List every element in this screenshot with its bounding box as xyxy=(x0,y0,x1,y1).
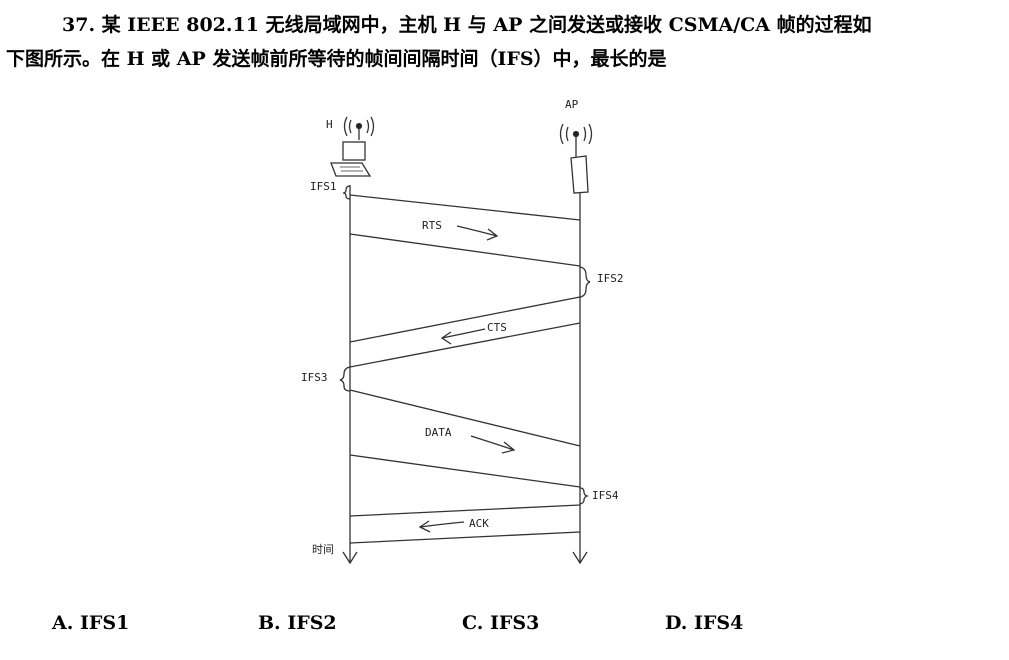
ap-label: AP xyxy=(565,98,579,111)
option-a-letter: A. xyxy=(52,612,74,634)
option-b-text: IFS2 xyxy=(287,612,337,634)
ifs3-label: IFS3 xyxy=(301,371,328,384)
option-c-text: IFS3 xyxy=(490,612,540,634)
ap-axis-arrowhead xyxy=(572,551,588,565)
ifs3-brace xyxy=(339,366,351,392)
question-line-1: 37. 某 IEEE 802.11 无线局域网中，主机 H 与 AP 之间发送或… xyxy=(62,14,872,36)
ack-frame xyxy=(349,504,581,544)
ifs4-label: IFS4 xyxy=(592,489,619,502)
rts-direction-arrow xyxy=(456,225,499,241)
ifs2-label: IFS2 xyxy=(597,272,624,285)
option-d[interactable]: D. IFS4 xyxy=(665,612,743,634)
data-label: DATA xyxy=(425,426,452,439)
laptop-icon xyxy=(330,141,372,177)
rts-label: RTS xyxy=(422,219,442,232)
option-b-letter: B. xyxy=(258,612,281,634)
option-a-text: IFS1 xyxy=(79,612,130,634)
data-direction-arrow xyxy=(470,435,516,454)
time-axis-label: 时间 xyxy=(312,543,334,556)
option-d-letter: D. xyxy=(665,612,688,634)
cts-direction-arrow xyxy=(440,328,486,345)
option-a[interactable]: A. IFS1 xyxy=(52,612,129,634)
option-d-text: IFS4 xyxy=(694,612,744,634)
ack-direction-arrow xyxy=(418,520,465,533)
ifs4-brace xyxy=(579,487,590,505)
answer-options: A. IFS1 B. IFS2 C. IFS3 D. IFS4 xyxy=(0,612,1009,642)
host-label: H xyxy=(326,118,333,131)
host-antenna-icon xyxy=(343,116,375,140)
cts-label: CTS xyxy=(487,321,507,334)
ifs1-label: IFS1 xyxy=(310,180,337,193)
host-axis-arrowhead xyxy=(342,551,358,565)
ifs2-brace xyxy=(579,266,591,298)
ifs1-brace xyxy=(342,185,351,200)
option-b[interactable]: B. IFS2 xyxy=(258,612,337,634)
rts-frame xyxy=(349,194,581,267)
cts-frame xyxy=(349,296,581,368)
question-line-2: 下图所示。在 H 或 AP 发送帧前所等待的帧间间隔时间（IFS）中，最长的是 xyxy=(6,48,667,70)
access-point-icon xyxy=(559,123,593,194)
data-frame xyxy=(349,389,581,488)
ack-label: ACK xyxy=(469,517,489,530)
question-text: 37. 某 IEEE 802.11 无线局域网中，主机 H 与 AP 之间发送或… xyxy=(6,8,1006,76)
option-c[interactable]: C. IFS3 xyxy=(462,612,539,634)
option-c-letter: C. xyxy=(462,612,484,634)
